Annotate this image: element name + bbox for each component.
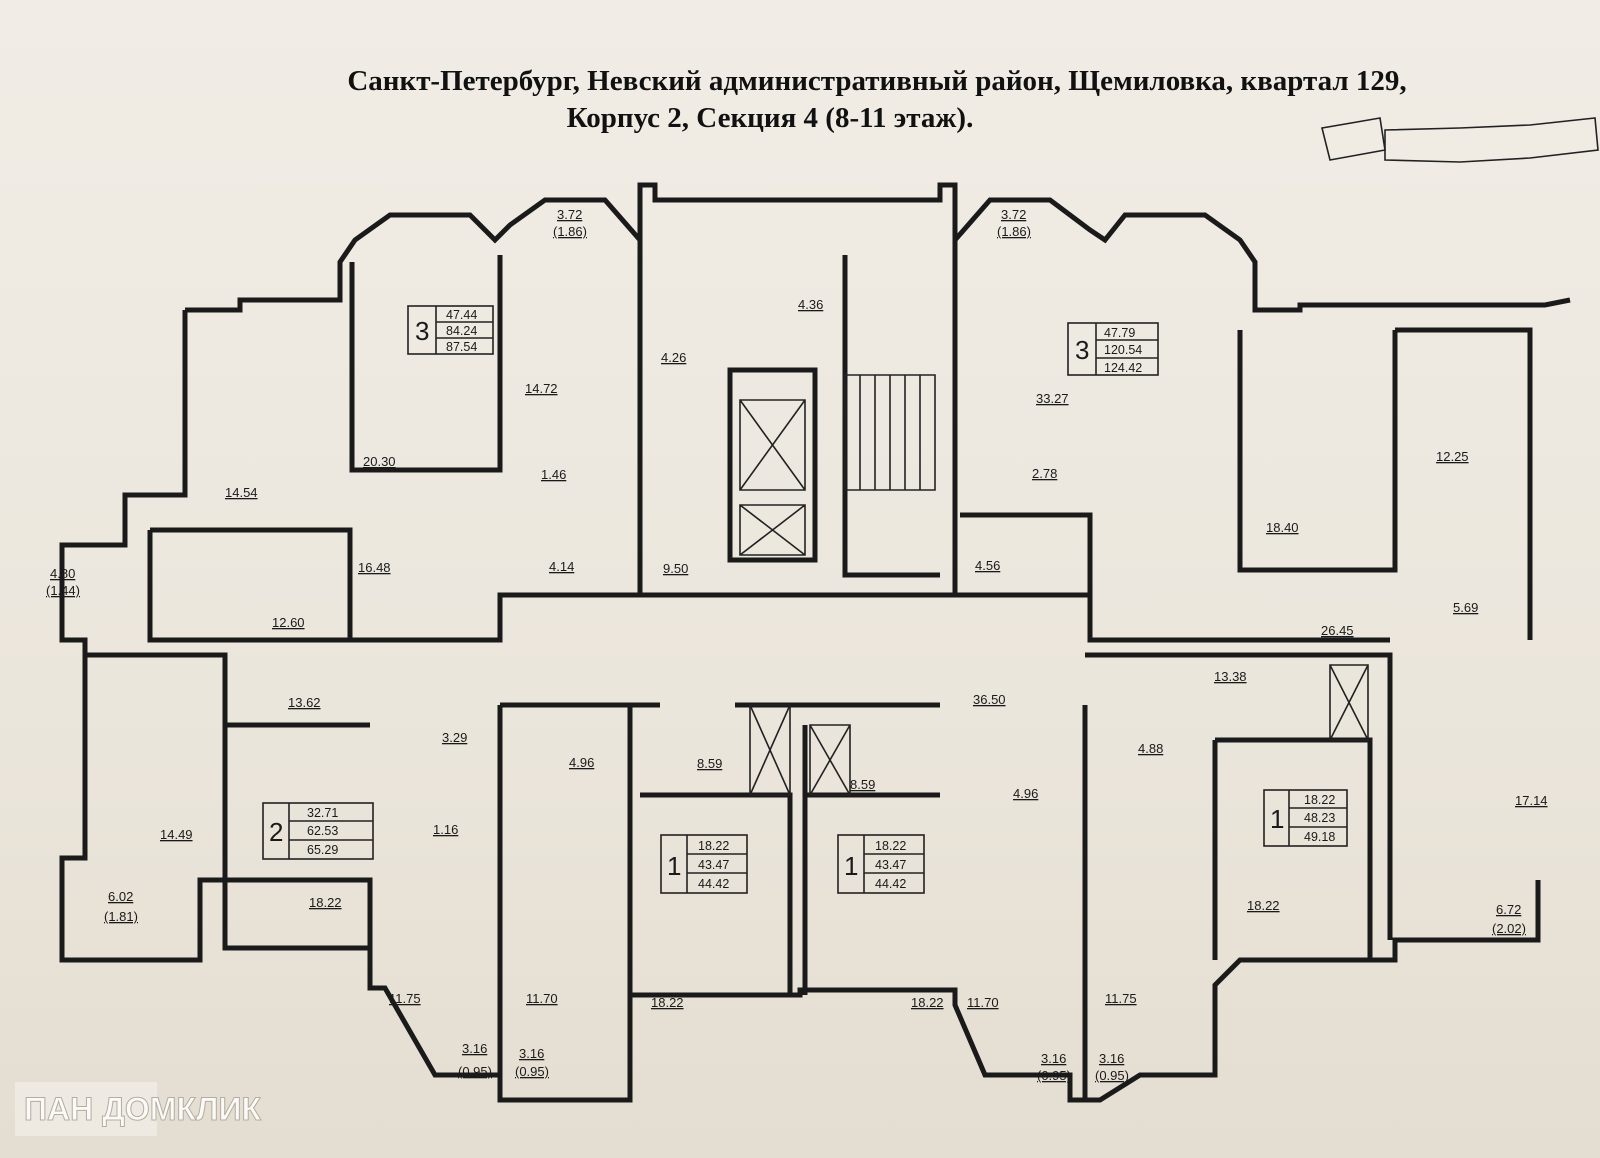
living-area: 32.71 [307,806,338,820]
apartment-box: 1 18.22 43.47 44.42 [837,834,925,894]
living-area: 47.79 [1104,326,1135,340]
room-area: 18.40 [1266,520,1299,535]
walls [59,182,1571,1103]
room-area: 12.25 [1436,449,1469,464]
room-area: 26.45 [1321,623,1354,638]
room-area: 14.54 [225,485,258,500]
room-area: 13.38 [1214,669,1247,684]
room-area: 4.96 [569,755,594,770]
room-area: 1.46 [541,467,566,482]
balcony-reduced-area: (1.86) [997,224,1031,239]
apartment-box: 1 18.22 48.23 49.18 [1263,789,1348,847]
room-area: 9.50 [663,561,688,576]
room-area: 36.50 [973,692,1006,707]
room-area: 33.27 [1036,391,1069,406]
balcony-reduced-area: (2.02) [1492,921,1526,936]
room-area: 18.22 [1247,898,1280,913]
balcony-area: 3.16 [462,1041,487,1056]
room-area: 1.16 [433,822,458,837]
balcony-reduced-area: (0.95) [1037,1068,1071,1083]
balcony-reduced-area: (0.95) [458,1064,492,1079]
living-area: 18.22 [1304,793,1335,807]
balcony-labels: 3.72 (1.86) 3.72 (1.86) 4.80 (1.44) 6.02… [46,207,1526,1083]
room-area: 4.88 [1138,741,1163,756]
room-area: 16.48 [358,560,391,575]
domclick-watermark: ПАН ДОМКЛИК [15,1082,262,1136]
balcony-area: 3.16 [1041,1051,1066,1066]
room-labels: 20.30 14.72 14.54 16.48 12.60 1.46 4.14 … [160,297,1548,1010]
apartment-box: 2 32.71 62.53 65.29 [262,802,374,860]
balcony-area: 3.16 [519,1046,544,1061]
room-area: 11.70 [526,991,558,1006]
room-area: 14.72 [525,381,558,396]
room-area: 4.56 [975,558,1000,573]
room-area: 13.62 [288,695,321,710]
total-area: 43.47 [698,858,729,872]
total-area-balcony: 124.42 [1104,361,1142,375]
room-area: 3.29 [442,730,467,745]
living-area: 18.22 [875,839,906,853]
room-area: 20.30 [363,454,396,469]
balcony-area: 4.80 [50,566,75,581]
room-area: 2.78 [1032,466,1057,481]
room-area: 18.22 [309,895,342,910]
balcony-area: 6.02 [108,889,133,904]
apartment-box: 1 18.22 43.47 44.42 [660,834,748,894]
living-area: 47.44 [446,308,477,322]
balcony-area: 3.16 [1099,1051,1124,1066]
rooms-count: 2 [269,817,283,847]
room-area: 4.36 [798,297,823,312]
balcony-reduced-area: (0.95) [1095,1068,1129,1083]
total-area-balcony: 87.54 [446,340,477,354]
total-area-balcony: 44.42 [875,877,906,891]
total-area: 84.24 [446,324,477,338]
rooms-count: 1 [1270,804,1284,834]
rooms-count: 3 [415,316,429,346]
total-area: 62.53 [307,824,338,838]
living-area: 18.22 [698,839,729,853]
balcony-area: 6.72 [1496,902,1521,917]
room-area: 4.26 [661,350,686,365]
room-area: 18.22 [651,995,684,1010]
plan-title-line2: Корпус 2, Секция 4 (8-11 этаж). [567,102,974,134]
key-plan [1321,117,1599,163]
total-area-balcony: 44.42 [698,877,729,891]
total-area-balcony: 65.29 [307,843,338,857]
room-area: 4.96 [1013,786,1038,801]
room-area: 11.70 [967,995,999,1010]
room-area: 8.59 [697,756,722,771]
room-area: 17.14 [1515,793,1548,808]
balcony-reduced-area: (1.44) [46,583,80,598]
balcony-reduced-area: (0.95) [515,1064,549,1079]
apartment-box: 3 47.79 120.54 124.42 [1067,322,1159,376]
room-area: 11.75 [1105,991,1137,1006]
room-area: 14.49 [160,827,193,842]
room-area: 11.75 [389,991,421,1006]
total-area: 120.54 [1104,343,1142,357]
room-area: 18.22 [911,995,944,1010]
balcony-area: 3.72 [1001,207,1026,222]
balcony-reduced-area: (1.86) [553,224,587,239]
room-area: 5.69 [1453,600,1478,615]
room-area: 4.14 [549,559,574,574]
total-area: 43.47 [875,858,906,872]
total-area: 48.23 [1304,811,1335,825]
apartment-box: 3 47.44 84.24 87.54 [407,305,494,355]
watermark-text: ПАН ДОМКЛИК [24,1091,261,1127]
balcony-reduced-area: (1.81) [104,909,138,924]
total-area-balcony: 49.18 [1304,830,1335,844]
room-area: 8.59 [850,777,875,792]
rooms-count: 1 [667,851,681,881]
plan-title-line1: Санкт-Петербург, Невский административны… [347,65,1406,97]
rooms-count: 3 [1075,335,1089,365]
rooms-count: 1 [844,851,858,881]
room-area: 12.60 [272,615,305,630]
balcony-area: 3.72 [557,207,582,222]
